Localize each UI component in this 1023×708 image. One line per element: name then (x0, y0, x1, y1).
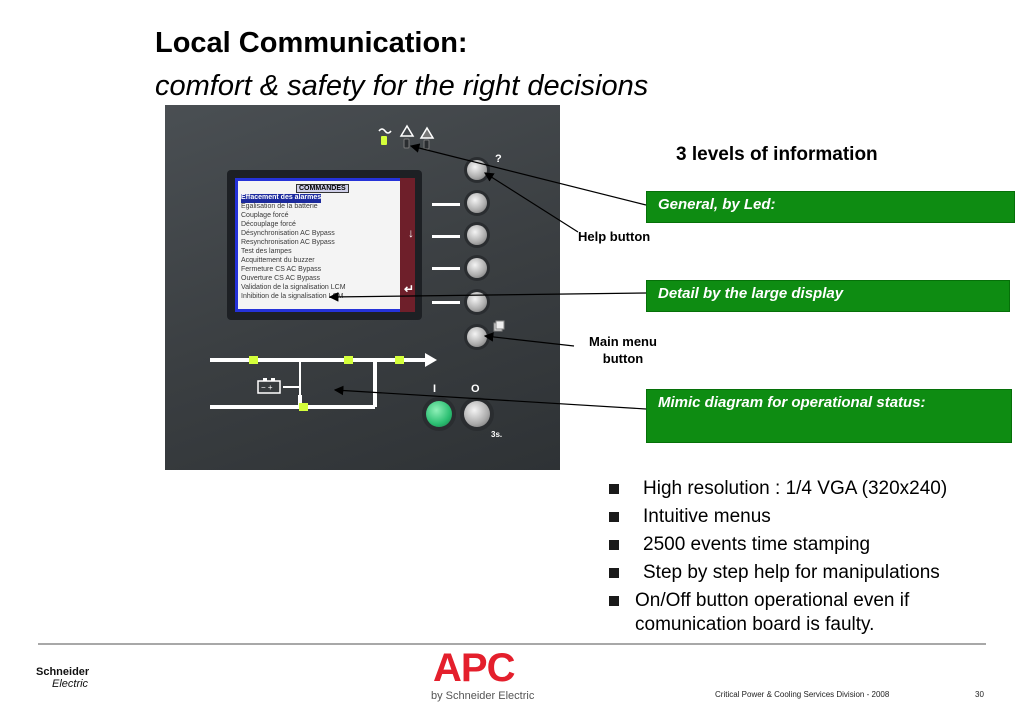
led-indicators (378, 124, 435, 150)
menu-item[interactable]: Resynchronisation AC Bypass (241, 239, 335, 246)
feature-item: 2500 events time stamping (607, 533, 1007, 557)
feature-text: Step by step help for manipulations (643, 562, 940, 583)
menu-item[interactable]: Validation de la signalisation LCM (241, 284, 346, 291)
bullet-square-icon (609, 596, 619, 606)
bullet-square-icon (609, 540, 619, 550)
levels-heading: 3 levels of information (676, 144, 878, 165)
feature-item: Step by step help for manipulations (607, 561, 1007, 585)
menu-item[interactable]: Inhibition de la signalisation LCM (241, 293, 344, 300)
help-glyph: ? (495, 153, 502, 165)
feature-list: High resolution : 1/4 VGA (320x240) Intu… (607, 477, 1007, 641)
softkey-line (432, 267, 460, 270)
ups-control-panel: COMMANDES Effacement des alarmes Egalisa… (165, 105, 560, 470)
softkey-button-1[interactable] (467, 193, 487, 213)
bullet-square-icon (609, 484, 619, 494)
schneider-logo: Schneider Electric (36, 666, 89, 690)
off-button[interactable] (464, 401, 490, 427)
softkey-line (432, 203, 460, 206)
down-arrow-icon: ↓ (408, 226, 414, 240)
schneider-logo-electric: Electric (52, 678, 89, 690)
display-menu: COMMANDES Effacement des alarmes Egalisa… (238, 181, 400, 309)
main-menu-icon (493, 320, 505, 332)
help-button-callout: Help button (578, 229, 651, 244)
led-info-box: General, by Led: (646, 191, 1015, 223)
softkey-line (432, 235, 460, 238)
footer-divider (38, 643, 986, 645)
main-menu-callout: Main menu button (589, 334, 657, 366)
main-menu-button[interactable] (467, 327, 487, 347)
softkey-button-3[interactable] (467, 258, 487, 278)
feature-text: Intuitive menus (643, 506, 771, 527)
menu-item[interactable]: Découplage forcé (241, 221, 296, 228)
footer-division: Critical Power & Cooling Services Divisi… (715, 690, 890, 699)
feature-text: High resolution : 1/4 VGA (320x240) (643, 478, 948, 499)
hold-duration-label: 3s. (491, 430, 503, 439)
help-button[interactable] (467, 160, 487, 180)
page-number: 30 (975, 690, 984, 699)
battery-icon: − + (257, 378, 281, 394)
enter-icon: ↵ (403, 282, 414, 296)
led-ac-icon (378, 128, 392, 145)
on-button[interactable] (426, 401, 452, 427)
bullet-square-icon (609, 568, 619, 578)
feature-item: Intuitive menus (607, 505, 1007, 529)
warning-icon (399, 124, 415, 149)
slide-title: Local Communication: (155, 27, 468, 59)
menu-item[interactable]: Désynchronisation AC Bypass (241, 230, 335, 237)
off-label: O (471, 383, 480, 395)
display-menu-title: COMMANDES (296, 184, 349, 193)
menu-item[interactable]: Egalisation de la batterie (241, 203, 318, 210)
menu-item[interactable]: Ouverture CS AC Bypass (241, 275, 320, 282)
display-info-box: Detail by the large display (646, 280, 1010, 312)
bullet-square-icon (609, 512, 619, 522)
menu-item[interactable]: Test des lampes (241, 248, 292, 255)
feature-text: 2500 events time stamping (643, 534, 871, 555)
warning-triangle-icon (419, 126, 435, 150)
softkey-button-2[interactable] (467, 225, 487, 245)
menu-item[interactable]: Acquittement du buzzer (241, 257, 315, 264)
softkey-line (432, 301, 460, 304)
feature-item: On/Off button operational even if comuni… (607, 589, 1007, 637)
schneider-logo-name: Schneider (36, 666, 90, 678)
menu-item[interactable]: Couplage forcé (241, 212, 289, 219)
menu-item[interactable]: Fermeture CS AC Bypass (241, 266, 322, 273)
display-scroll-bar: ↓ ↵ (400, 178, 415, 312)
large-display[interactable]: COMMANDES Effacement des alarmes Egalisa… (235, 178, 415, 312)
menu-item[interactable]: Effacement des alarmes (241, 194, 322, 203)
slide-subtitle: comfort & safety for the right decisions (155, 70, 649, 102)
on-label: I (433, 383, 437, 395)
svg-text:− +: − + (261, 383, 273, 392)
apc-logo-tagline: by Schneider Electric (431, 690, 535, 702)
mimic-info-box: Mimic diagram for operational status: (646, 389, 1012, 443)
feature-item: High resolution : 1/4 VGA (320x240) (607, 477, 1007, 501)
mimic-diagram: − + (210, 353, 437, 411)
apc-logo: APC (433, 646, 515, 690)
softkey-button-4[interactable] (467, 292, 487, 312)
feature-text: On/Off button operational even if comuni… (635, 590, 910, 635)
